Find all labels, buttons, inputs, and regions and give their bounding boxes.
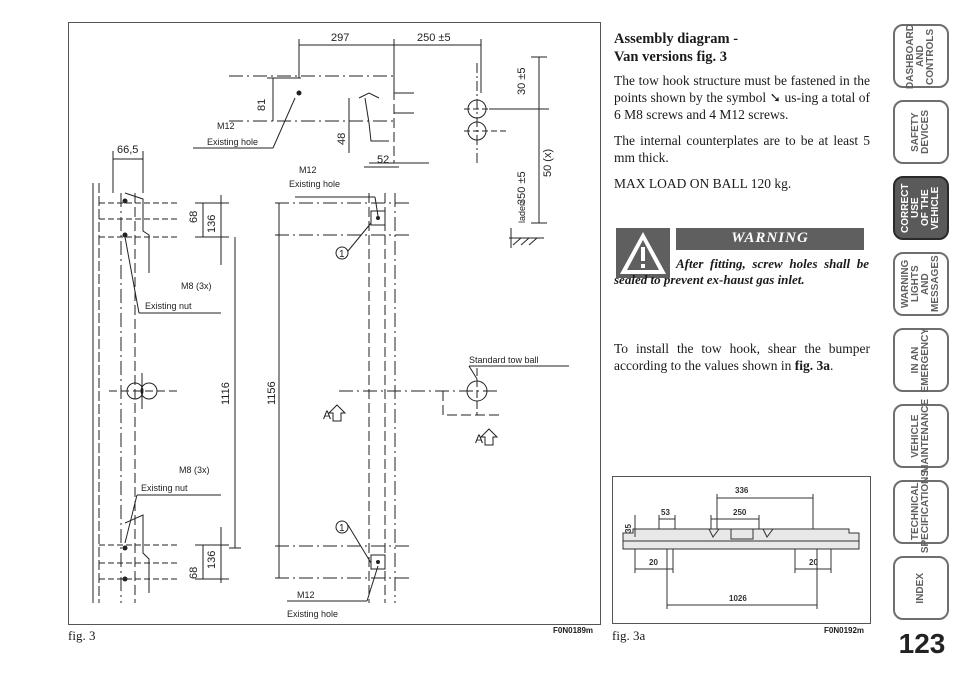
label-existing-hole-mid: Existing hole (289, 179, 340, 189)
label-m12-top: M12 (217, 121, 235, 131)
dim-336: 336 (735, 486, 749, 495)
install-text-part1: To install the tow hook, shear the bumpe… (614, 341, 870, 373)
label-m8-bot: M8 (3x) (179, 465, 210, 475)
paragraph-max-load: MAX LOAD ON BALL 120 kg. (614, 176, 792, 191)
paragraph-fastening: The tow hook structure must be fastened … (614, 72, 870, 123)
warning-box: WARNING After fitting, screw holes shall… (614, 222, 870, 312)
dim-1026: 1026 (729, 594, 747, 603)
tab-label: INDEX (915, 572, 926, 604)
label-a-left: A (323, 408, 331, 422)
tab-index[interactable]: INDEX (893, 556, 949, 620)
callout-1-bottom: 1 (339, 523, 345, 534)
dim-48: 48 (336, 133, 348, 145)
install-text-ref: fig. 3a (794, 358, 830, 373)
warning-label: WARNING (731, 230, 809, 246)
label-standard-tow-ball: Standard tow ball (469, 355, 539, 365)
tab-label: DASHBOARD AND CONTROLS (905, 23, 936, 89)
figure-3-caption: fig. 3 (68, 628, 96, 643)
tab-label: SAFETY DEVICES (910, 110, 931, 154)
callout-1-top: 1 (339, 249, 345, 260)
install-paragraph: To install the tow hook, shear the bumpe… (614, 340, 870, 374)
dim-250-bumper: 250 (733, 508, 747, 517)
figure-3-code: F0N0189m (553, 626, 594, 635)
label-m12-mid: M12 (299, 165, 317, 175)
dim-1116: 1116 (220, 382, 232, 405)
dim-53: 53 (661, 508, 670, 517)
tab-correct-use-of-the-vehicle[interactable]: CORRECT USE OF THE VEHICLE (893, 176, 949, 240)
tab-dashboard-and-controls[interactable]: DASHBOARD AND CONTROLS (893, 23, 949, 89)
paragraph-fastening-part1: The tow hook structure must be fastened … (614, 73, 870, 105)
tab-safety-devices[interactable]: SAFETY DEVICES (893, 100, 949, 164)
dim-66-5: 66,5 (117, 144, 138, 156)
tab-warning-lights-and-messages[interactable]: WARNING LIGHTS AND MESSAGES (893, 252, 949, 316)
dim-250: 250 ±5 (417, 32, 451, 44)
dim-35: 35 (624, 524, 633, 533)
dim-136-bot: 136 (206, 551, 218, 569)
paragraph-fastening-part2: us-ing a total of 6 M8 screws and 4 M12 … (614, 90, 871, 122)
tab-label: IN AN EMERGENCY (910, 327, 931, 393)
label-existing-nut-top: Existing nut (145, 301, 192, 311)
figure-3a-code: F0N0192m (824, 626, 865, 635)
tab-vehicle-maintenance[interactable]: VEHICLE MAINTENANCE (893, 399, 949, 473)
section-text: Assembly diagram - Van versions fig. 3 T… (614, 30, 870, 201)
figure-3a-caption: fig. 3a (612, 628, 646, 643)
assembly-drawing: 297 250 ±5 30 ±5 81 48 52 350 ±5 50 (x) … (92, 32, 569, 619)
heading-line-1: Assembly diagram - (614, 31, 739, 47)
warning-text: After fitting, screw holes shall be seal… (614, 256, 869, 288)
tab-label: WARNING LIGHTS AND MESSAGES (900, 255, 941, 313)
tab-label: CORRECT USE OF THE VEHICLE (900, 183, 941, 233)
section-heading: Assembly diagram - Van versions fig. 3 (614, 30, 870, 66)
label-existing-hole-bot: Existing hole (287, 609, 338, 619)
figure-3-diagram: 297 250 ±5 30 ±5 81 48 52 350 ±5 50 (x) … (68, 22, 601, 625)
tab-label: TECHNICAL SPECIFICATIONS (910, 470, 931, 554)
tab-technical-specifications[interactable]: TECHNICAL SPECIFICATIONS (893, 470, 949, 554)
dim-68-bot: 68 (188, 567, 200, 579)
install-text-end: . (829, 358, 834, 373)
label-laden: laden (517, 201, 527, 223)
tab-label: VEHICLE MAINTENANCE (910, 399, 931, 473)
dim-52: 52 (377, 154, 389, 166)
warning-text-content: After fitting, screw holes shall be seal… (614, 256, 869, 287)
label-m8-top: M8 (3x) (181, 281, 212, 291)
dim-50x: 50 (x) (542, 149, 554, 177)
dim-81: 81 (256, 99, 268, 111)
heading-line-2: Van versions fig. 3 (614, 49, 728, 65)
dim-20-left: 20 (649, 558, 658, 567)
label-m12-bot: M12 (297, 590, 315, 600)
dim-20-right: 20 (809, 558, 818, 567)
dim-68-top: 68 (188, 211, 200, 223)
dim-297: 297 (331, 32, 349, 44)
label-existing-nut-bot: Existing nut (141, 483, 188, 493)
paragraph-counterplates: The internal counterplates are to be at … (614, 133, 870, 165)
figure-3a-diagram: 336 53 250 35 20 20 1026 (612, 476, 871, 624)
dim-136-top: 136 (206, 215, 218, 233)
dim-30: 30 ±5 (516, 68, 528, 95)
warning-graphic (616, 228, 864, 278)
page-number: 123 (898, 628, 946, 659)
dim-1156: 1156 (266, 381, 278, 405)
label-a-right: A (475, 432, 483, 446)
tab-in-an-emergency[interactable]: IN AN EMERGENCY (893, 328, 949, 392)
bumper-drawing: 336 53 250 35 20 20 1026 (622, 486, 860, 609)
fastening-symbol-icon: ➘ (769, 90, 781, 105)
dim-350: 350 ±5 (516, 171, 528, 205)
label-existing-hole-top: Existing hole (207, 137, 258, 147)
